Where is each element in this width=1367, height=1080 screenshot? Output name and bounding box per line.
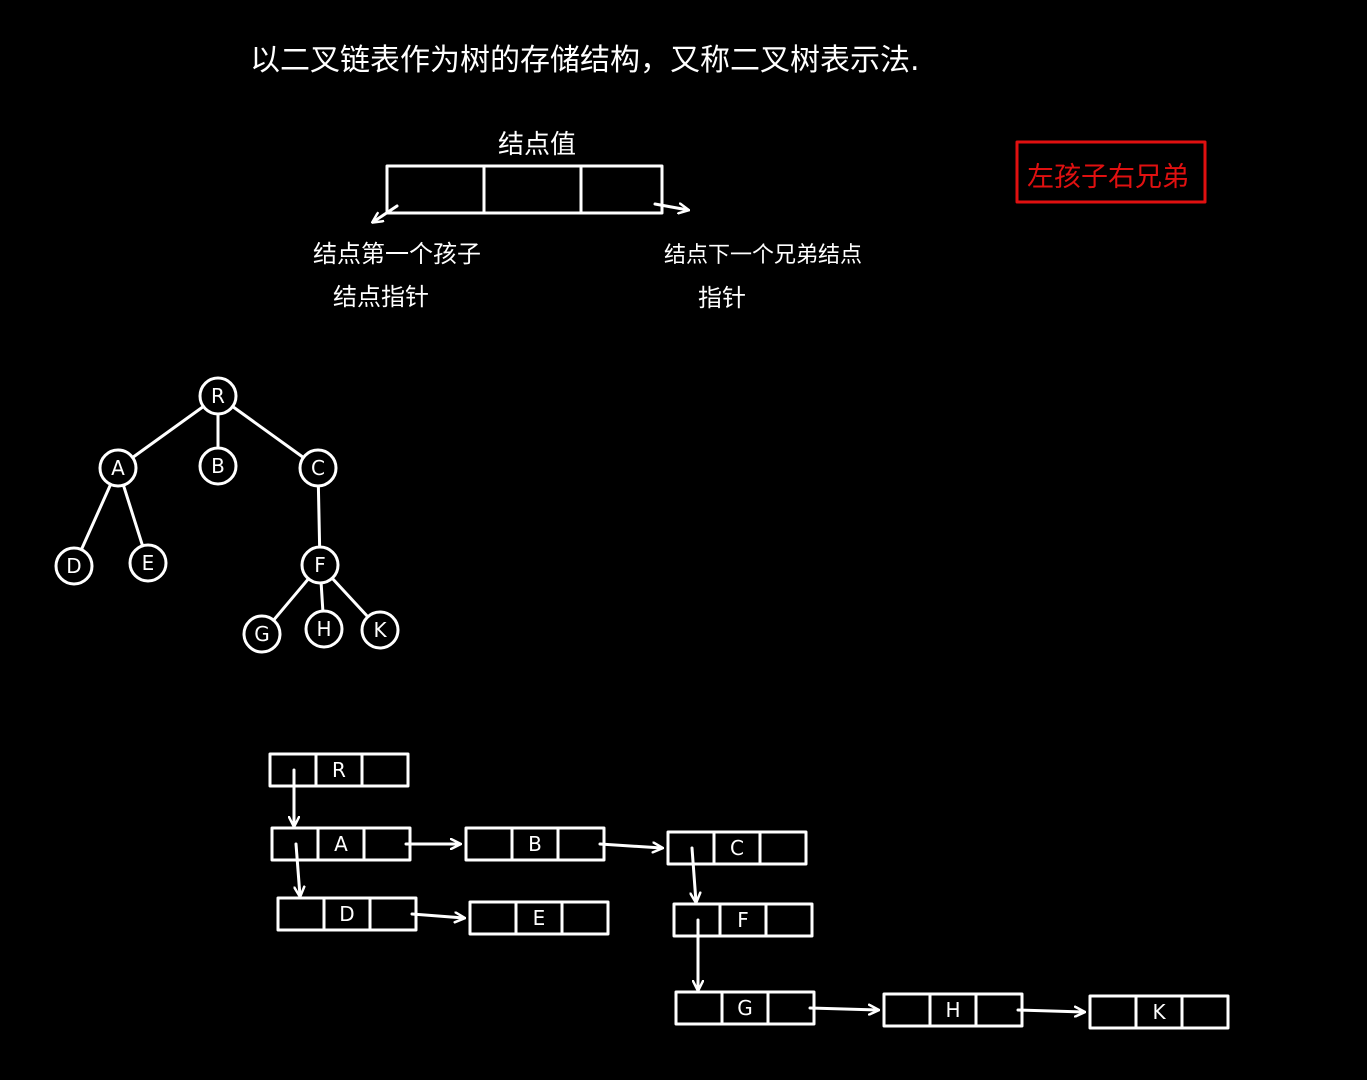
- linked-node-f: [672, 902, 814, 938]
- tree-node-c: [298, 448, 338, 488]
- tree-node-label-k: K: [373, 618, 387, 642]
- child-link-c-f: [692, 846, 696, 902]
- tree-node-g: [242, 614, 282, 654]
- linked-node-e: [468, 900, 610, 936]
- tree-node-r: [198, 376, 238, 416]
- tree-diagram: R A B C D E F G H K: [54, 376, 400, 654]
- linked-node-c: [666, 830, 808, 866]
- linked-node-label-r: R: [332, 758, 346, 782]
- tree-node-d: [54, 546, 94, 586]
- tree-edge-r-c: [231, 405, 305, 459]
- linked-node-label-h: H: [945, 998, 960, 1022]
- linked-node-label-f: F: [737, 908, 749, 932]
- linked-node-label-e: E: [533, 906, 546, 930]
- sibling-link-d-e: [410, 914, 464, 918]
- linked-node-label-g: G: [737, 996, 753, 1020]
- first-child-label-line1: 结点第一个孩子: [313, 240, 481, 268]
- left-child-right-sibling-callout: 左孩子右兄弟: [1015, 140, 1207, 204]
- linked-node-label-d: D: [339, 902, 354, 926]
- tree-node-label-e: E: [142, 551, 155, 575]
- tree-edge-a-d: [79, 482, 113, 552]
- linked-node-label-k: K: [1152, 1000, 1166, 1024]
- tree-node-label-f: F: [314, 553, 326, 577]
- tree-node-b: [198, 446, 238, 486]
- sibling-link-h-k: [1016, 1010, 1084, 1012]
- next-sibling-label-line2: 指针: [698, 284, 746, 312]
- tree-node-k: [360, 610, 400, 650]
- linked-node-r: [268, 752, 410, 788]
- node-value-label: 结点值: [498, 130, 576, 160]
- tree-node-label-r: R: [211, 384, 225, 408]
- linked-node-label-b: B: [528, 832, 542, 856]
- tree-edge-c-f: [316, 484, 322, 549]
- tree-node-a: [98, 448, 138, 488]
- node-structure-diagram: 结点值 结点第一个孩子 结点指针 结点下一个兄弟结点 指针: [313, 130, 862, 312]
- tree-edge-a-e: [121, 483, 145, 548]
- tree-node-f: [300, 545, 340, 585]
- callout-text: 左孩子右兄弟: [1027, 162, 1189, 193]
- tree-edge-f-g: [272, 577, 310, 622]
- callout-frame: [1015, 140, 1207, 204]
- linked-node-k: [1088, 994, 1230, 1030]
- tree-edge-f-h: [319, 581, 325, 613]
- node-structure-box: [385, 164, 664, 215]
- tree-node-label-b: B: [211, 454, 225, 478]
- tree-edge-f-k: [330, 576, 370, 619]
- linked-node-label-c: C: [730, 836, 744, 860]
- linked-node-label-a: A: [334, 832, 348, 856]
- tree-node-h: [304, 609, 344, 649]
- tree-node-label-h: H: [316, 617, 331, 641]
- tree-node-label-g: G: [254, 622, 270, 646]
- next-sibling-pointer-arrow: [653, 204, 688, 210]
- child-link-a-d: [296, 842, 300, 896]
- tree-node-label-c: C: [311, 456, 325, 480]
- next-sibling-label-line1: 结点下一个兄弟结点: [664, 243, 862, 268]
- sibling-link-b-c: [598, 844, 662, 848]
- tree-node-e: [128, 543, 168, 583]
- page-title: 以二叉链表作为树的存储结构，又称二叉树表示法.: [250, 43, 920, 78]
- tree-node-label-d: D: [66, 554, 81, 578]
- sibling-link-g-h: [808, 1008, 878, 1010]
- tree-node-label-a: A: [111, 456, 125, 480]
- binary-linked-representation: R A B C D E F G H K: [268, 752, 1230, 1030]
- first-child-label-line2: 结点指针: [333, 283, 429, 311]
- tree-edge-r-a: [131, 405, 205, 459]
- first-child-pointer-arrow: [373, 204, 399, 222]
